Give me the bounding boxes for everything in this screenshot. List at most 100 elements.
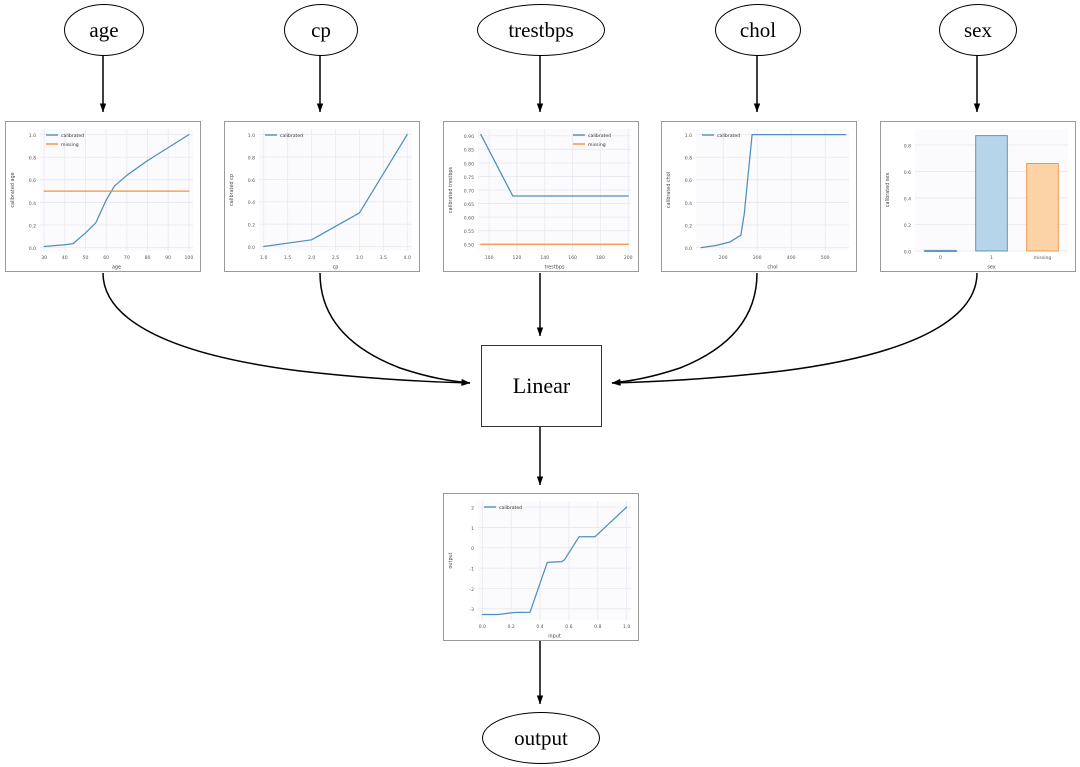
ytick-label: 0.2 bbox=[29, 223, 36, 229]
xtick-label: 3.5 bbox=[380, 255, 387, 261]
legend-label-missing: missing bbox=[588, 142, 606, 148]
xtick-label: 0.0 bbox=[479, 624, 486, 630]
ytick-label: 0.4 bbox=[29, 201, 36, 207]
xtick-label: 140 bbox=[540, 255, 549, 261]
series-line-calibrated bbox=[480, 133, 629, 197]
ytick-label: 0.75 bbox=[464, 175, 474, 181]
edge-sex-plot-to-linear bbox=[611, 272, 978, 386]
ytick-label: 0.0 bbox=[29, 246, 36, 252]
xtick-label: 100 bbox=[485, 255, 494, 261]
series-line-calibrated bbox=[481, 506, 628, 616]
legend-label-calibrated: calibrated bbox=[588, 133, 611, 139]
y-axis-label: calibrated sex bbox=[885, 173, 891, 208]
ytick-label: 0.0 bbox=[685, 246, 692, 252]
ytick-label: 0.80 bbox=[464, 161, 474, 167]
xtick-label: 2.5 bbox=[332, 255, 339, 261]
ytick-label: 0.6 bbox=[248, 178, 255, 184]
ytick-label: 1 bbox=[471, 526, 474, 532]
node-age[interactable]: age bbox=[64, 4, 144, 56]
xtick-label: 1.5 bbox=[284, 255, 291, 261]
ytick-label: 0.8 bbox=[904, 143, 911, 149]
legend-label-calibrated: calibrated bbox=[717, 133, 740, 139]
xtick-label: 100 bbox=[184, 255, 193, 261]
node-trestbps[interactable]: trestbps bbox=[477, 4, 605, 56]
edge-chol-plot-to-linear bbox=[611, 272, 758, 386]
xtick-label: 160 bbox=[568, 255, 577, 261]
edge-cp-plot-to-linear bbox=[319, 272, 471, 386]
y-axis-label: calibrated age bbox=[10, 172, 16, 207]
ytick-label: 0.6 bbox=[29, 178, 36, 184]
node-chol[interactable]: chol bbox=[715, 4, 801, 56]
ytick-label: 1.0 bbox=[248, 133, 255, 139]
y-axis-label: calibrated chol bbox=[666, 172, 672, 208]
ytick-label: 0.60 bbox=[464, 216, 474, 222]
legend-label-calibrated: calibrated bbox=[280, 133, 303, 139]
xtick-label: 0.4 bbox=[536, 624, 543, 630]
ytick-label: 0.4 bbox=[904, 196, 911, 202]
xtick-label: 0.8 bbox=[594, 624, 601, 630]
xtick-label: missing bbox=[1034, 255, 1052, 261]
xtick-label: 300 bbox=[753, 255, 762, 261]
ytick-label: 1.0 bbox=[685, 133, 692, 139]
ytick-label: 0.55 bbox=[464, 229, 474, 235]
ytick-label: 0.2 bbox=[904, 223, 911, 229]
ytick-label: 0.2 bbox=[685, 223, 692, 229]
xtick-label: 200 bbox=[719, 255, 728, 261]
x-axis-label: chol bbox=[767, 265, 777, 271]
node-sex[interactable]: sex bbox=[939, 4, 1017, 56]
x-axis-label: trestbps bbox=[544, 265, 565, 271]
node-linear[interactable]: Linear bbox=[481, 345, 602, 427]
xtick-label: 200 bbox=[624, 255, 633, 261]
node-sex-label: sex bbox=[964, 17, 992, 42]
ytick-label: 0.8 bbox=[29, 156, 36, 162]
node-output-label: output bbox=[514, 725, 568, 750]
x-axis-label: sex bbox=[987, 265, 995, 271]
node-chol-label: chol bbox=[739, 17, 777, 42]
ytick-label: 0 bbox=[471, 546, 474, 552]
xtick-label: 1 bbox=[990, 255, 993, 261]
node-cp[interactable]: cp bbox=[284, 4, 358, 56]
ytick-label: 0.50 bbox=[464, 243, 474, 249]
bar-missing bbox=[1026, 163, 1059, 252]
y-axis-label: calibrated trestbps bbox=[448, 166, 454, 213]
series-line-calibrated bbox=[263, 133, 408, 248]
ytick-label: -2 bbox=[469, 587, 474, 593]
xtick-label: 500 bbox=[821, 255, 830, 261]
xtick-label: 90 bbox=[165, 255, 171, 261]
legend-label-missing: missing bbox=[61, 142, 79, 148]
xtick-label: 0 bbox=[939, 255, 942, 261]
ytick-label: 0.6 bbox=[904, 170, 911, 176]
xtick-label: 0.2 bbox=[508, 624, 515, 630]
xtick-label: 2.0 bbox=[308, 255, 315, 261]
node-trestbps-label: trestbps bbox=[508, 17, 574, 42]
ytick-label: 0.4 bbox=[248, 200, 255, 206]
y-axis-label: calibrated cp bbox=[229, 174, 235, 206]
node-output[interactable]: output bbox=[482, 712, 600, 764]
ytick-label: 0.70 bbox=[464, 188, 474, 194]
node-linear-label: Linear bbox=[512, 373, 571, 398]
ytick-label: 1.0 bbox=[29, 133, 36, 139]
xtick-label: 180 bbox=[596, 255, 605, 261]
legend-label-calibrated: calibrated bbox=[499, 505, 522, 511]
xtick-label: 70 bbox=[124, 255, 130, 261]
x-axis-label: age bbox=[112, 265, 121, 271]
ytick-label: 0.4 bbox=[685, 201, 692, 207]
ytick-label: 0.90 bbox=[464, 134, 474, 140]
ytick-label: 0.85 bbox=[464, 148, 474, 154]
legend-label-calibrated: calibrated bbox=[61, 133, 84, 139]
edge-age-plot-to-linear bbox=[102, 272, 471, 386]
ytick-label: 0.8 bbox=[685, 156, 692, 162]
xtick-label: 4.0 bbox=[404, 255, 411, 261]
